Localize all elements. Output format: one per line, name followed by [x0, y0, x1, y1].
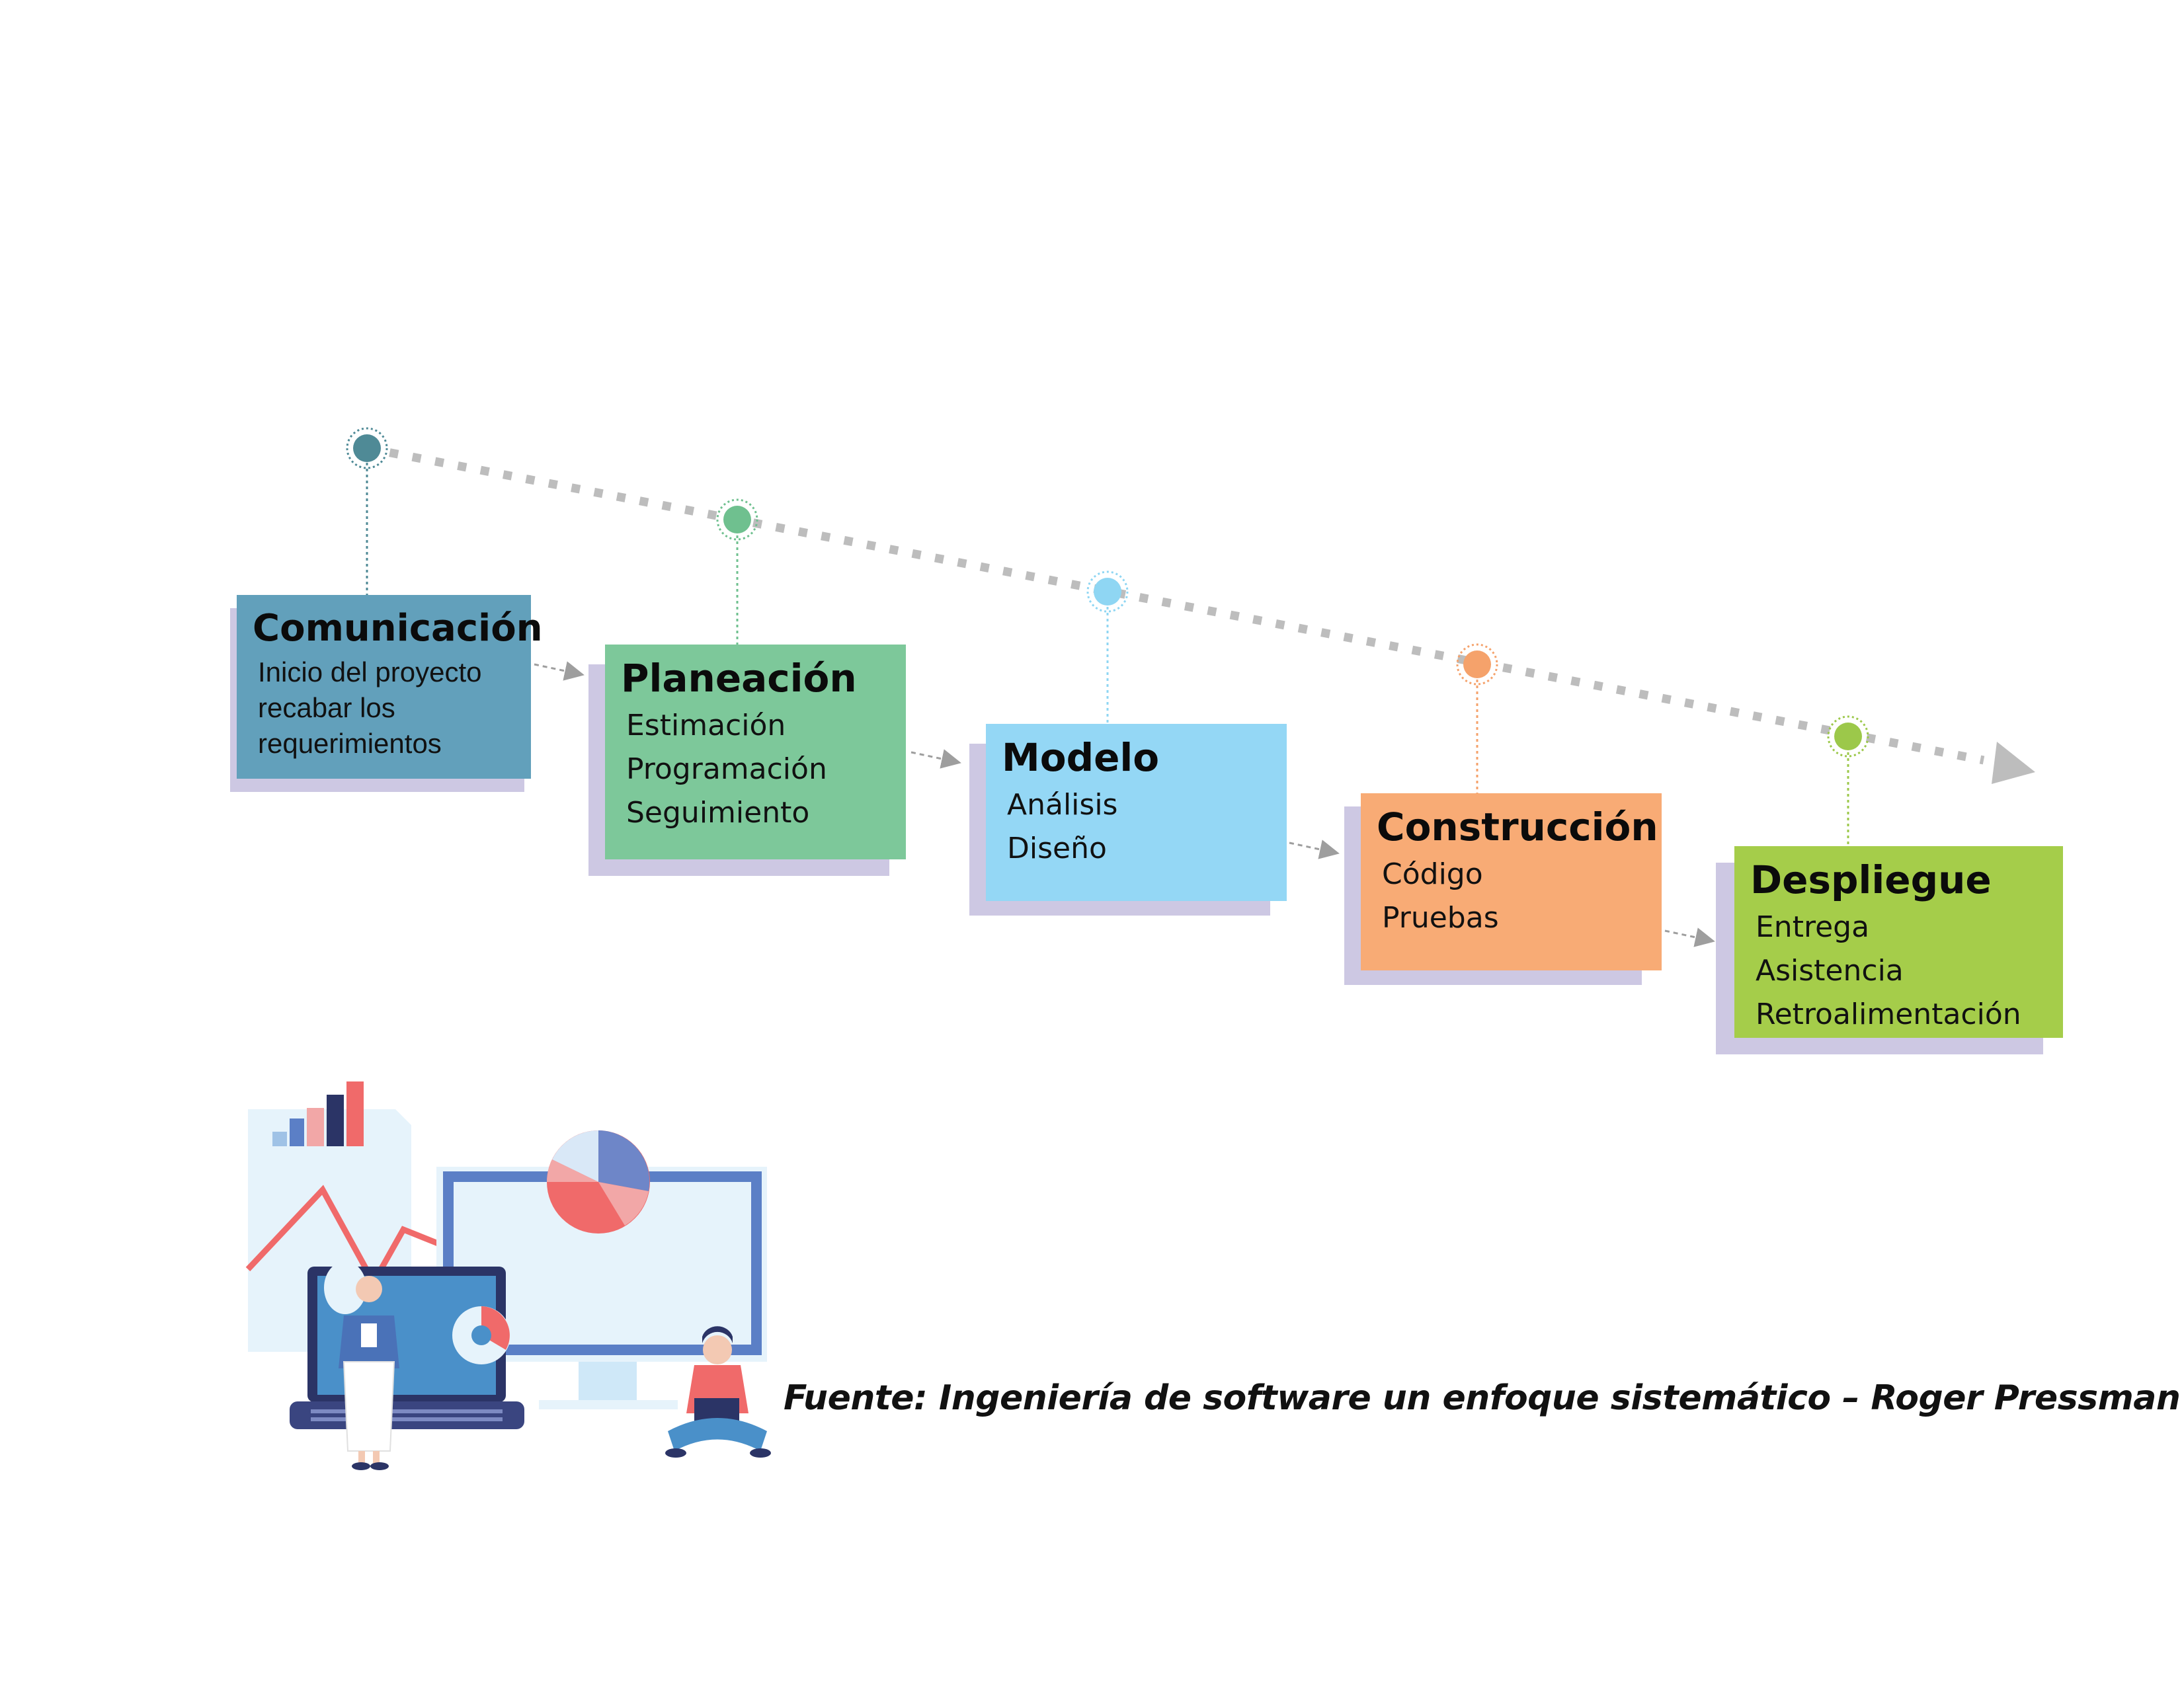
stage-item: recabar los	[258, 692, 395, 723]
stage-item: Pruebas	[1382, 901, 1499, 935]
stage-comunicacion: Comunicación Inicio del proyecto recabar…	[230, 595, 543, 792]
marker-comunicacion	[346, 427, 388, 469]
connector-arrow-1	[534, 661, 585, 681]
stage-item: Inicio del proyecto	[258, 656, 482, 687]
connector-arrow-2	[910, 749, 961, 769]
stage-title: Despliegue	[1750, 857, 1992, 902]
stage-modelo: Modelo Análisis Diseño	[969, 724, 1287, 916]
timeline-arrowhead-icon	[1992, 742, 2035, 784]
stage-box: Planeación Estimación Programación Segui…	[605, 645, 906, 859]
stage-item: requerimientos	[258, 728, 442, 759]
marker-despliegue	[1827, 715, 1869, 758]
connector-arrow-3	[1289, 840, 1340, 859]
woman-figure-icon	[324, 1261, 399, 1470]
stage-items: Inicio del proyecto recabar los requerim…	[258, 654, 515, 762]
stage-construccion: Construcción Código Pruebas	[1344, 793, 1662, 985]
connector-arrow-4	[1664, 927, 1715, 947]
source-caption: Fuente: Ingeniería de software un enfoqu…	[784, 1378, 2181, 1418]
marker-construccion	[1456, 643, 1498, 686]
stage-items: Código Pruebas	[1382, 853, 1646, 940]
stage-item: Programación	[626, 752, 827, 786]
stage-box: Despliegue Entrega Asistencia Retroalime…	[1734, 846, 2063, 1038]
analytics-illustration	[245, 1081, 771, 1470]
stage-item: Seguimiento	[626, 796, 810, 830]
marker-modelo	[1086, 570, 1129, 613]
stage-item: Código	[1382, 857, 1483, 891]
stage-items: Estimación Programación Seguimiento	[626, 704, 890, 835]
stage-title: Construcción	[1377, 804, 1658, 849]
pie-chart-icon	[547, 1130, 650, 1234]
stage-item: Diseño	[1007, 832, 1107, 865]
marker-planeacion	[716, 498, 758, 541]
stage-items: Entrega Asistencia Retroalimentación	[1756, 906, 2047, 1037]
stage-item: Estimación	[626, 709, 786, 742]
stage-box: Comunicación Inicio del proyecto recabar…	[237, 595, 543, 779]
stage-items: Análisis Diseño	[1007, 783, 1271, 871]
stage-planeacion: Planeación Estimación Programación Segui…	[588, 645, 906, 876]
stage-item: Entrega	[1756, 910, 1870, 944]
stage-box: Construcción Código Pruebas	[1361, 793, 1662, 970]
stage-item: Análisis	[1007, 788, 1118, 822]
stage-despliegue: Despliegue Entrega Asistencia Retroalime…	[1716, 846, 2063, 1054]
stage-title: Modelo	[1002, 735, 1160, 780]
stage-item: Asistencia	[1756, 954, 1904, 988]
man-figure-icon	[665, 1326, 771, 1458]
stage-title: Comunicación	[253, 607, 543, 650]
timeline-line	[366, 444, 1985, 765]
stage-title: Planeación	[621, 656, 857, 701]
stage-box: Modelo Análisis Diseño	[986, 724, 1287, 901]
stage-item: Retroalimentación	[1756, 998, 2021, 1031]
